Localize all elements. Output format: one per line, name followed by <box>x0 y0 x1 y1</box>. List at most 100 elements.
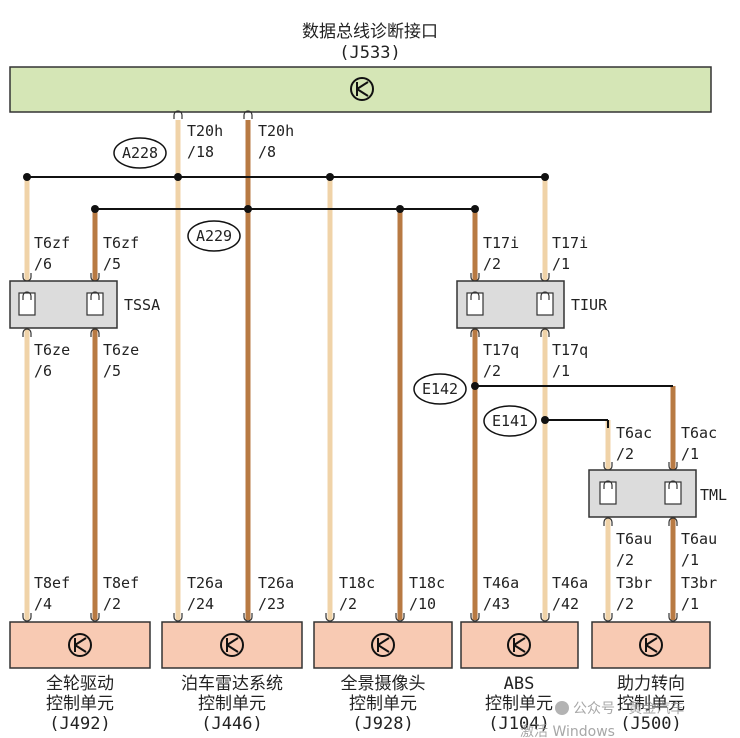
svg-text:T6au: T6au <box>681 530 717 548</box>
junction-dot <box>541 173 549 181</box>
svg-text:T8ef: T8ef <box>34 574 70 592</box>
svg-text:/43: /43 <box>483 595 510 613</box>
ecu-j492: T8ef /4 T8ef /2 全轮驱动 控制单元 (J492) <box>9 574 151 734</box>
svg-text:/1: /1 <box>552 362 570 380</box>
connector-tssa-label: TSSA <box>124 296 160 314</box>
gateway-code: (J533) <box>339 43 400 63</box>
svg-text:T6zf: T6zf <box>103 234 139 252</box>
svg-text:T17q: T17q <box>483 341 519 359</box>
svg-text:/2: /2 <box>616 551 634 569</box>
svg-text:/2: /2 <box>616 445 634 463</box>
ecu-j446-box <box>161 621 303 669</box>
svg-text:/1: /1 <box>681 595 699 613</box>
svg-text:/6: /6 <box>34 255 52 273</box>
splice-a228-oval <box>113 137 167 169</box>
connector-tml: T6ac /2 T6ac /1 TML T6au /2 T6au /1 <box>588 424 727 569</box>
svg-text:T6ac: T6ac <box>616 424 652 442</box>
wires <box>24 120 676 620</box>
connector-tiur: T17i /2 T17i /1 TIUR T17q /2 T17q /1 <box>456 234 608 380</box>
svg-text:T18c: T18c <box>339 574 375 592</box>
gateway-j533: 数据总线诊断接口 (J533) T20h /18 T20h /8 <box>9 22 712 161</box>
svg-text:控制单元: 控制单元 <box>485 694 553 714</box>
junction-dot <box>471 205 479 213</box>
svg-text:T6ac: T6ac <box>681 424 717 442</box>
connector-tssa: T6zf /6 T6zf /5 TSSA T6ze /6 T6ze /5 <box>9 234 160 380</box>
svg-text:/2: /2 <box>483 362 501 380</box>
svg-text:(J104): (J104) <box>488 714 549 734</box>
junction-dot <box>244 205 252 213</box>
junction-dot <box>91 205 99 213</box>
ecu-j104-box <box>460 621 579 669</box>
splice-e141-label: E141 <box>492 412 528 430</box>
gw-pin-2-conn: T20h <box>258 122 294 140</box>
gateway-box <box>9 66 712 113</box>
svg-text:T17i: T17i <box>552 234 588 252</box>
svg-text:泊车雷达系统: 泊车雷达系统 <box>181 674 283 694</box>
svg-text:控制单元: 控制单元 <box>46 694 114 714</box>
svg-text:T17q: T17q <box>552 341 588 359</box>
ecu-j446: T26a /24 T26a /23 泊车雷达系统 控制单元 (J446) <box>161 574 303 734</box>
splice-a228-label: A228 <box>122 144 158 162</box>
svg-text:/4: /4 <box>34 595 52 613</box>
svg-text:控制单元: 控制单元 <box>617 694 685 714</box>
svg-text:/2: /2 <box>339 595 357 613</box>
splice-e142-label: E142 <box>422 380 458 398</box>
svg-text:T3br: T3br <box>681 574 717 592</box>
svg-text:ABS: ABS <box>504 674 535 694</box>
svg-text:全轮驱动: 全轮驱动 <box>46 674 114 694</box>
watermark-line1: 公众号 · 黄金汽车 <box>573 700 684 717</box>
svg-text:T17i: T17i <box>483 234 519 252</box>
svg-text:/42: /42 <box>552 595 579 613</box>
gw-pin-1-conn: T20h <box>187 122 223 140</box>
junction-dot <box>396 205 404 213</box>
connector-tiur-label: TIUR <box>571 296 608 314</box>
svg-text:/1: /1 <box>552 255 570 273</box>
splice-a229-label: A229 <box>196 227 232 245</box>
svg-text:/6: /6 <box>34 362 52 380</box>
junction-dot <box>23 173 31 181</box>
svg-text:T26a: T26a <box>187 574 223 592</box>
svg-text:助力转向: 助力转向 <box>617 674 685 694</box>
svg-text:T18c: T18c <box>409 574 445 592</box>
svg-text:T3br: T3br <box>616 574 652 592</box>
watermark: 公众号 · 黄金汽车 激活 Windows <box>520 700 684 738</box>
svg-text:/1: /1 <box>681 551 699 569</box>
svg-text:T6au: T6au <box>616 530 652 548</box>
svg-text:控制单元: 控制单元 <box>349 694 417 714</box>
ecu-j500-box <box>591 621 711 669</box>
svg-text:T6zf: T6zf <box>34 234 70 252</box>
splice-e142-oval <box>413 373 467 405</box>
wechat-icon <box>555 701 569 715</box>
splice-labels: A228 A229 E142 E141 <box>113 137 537 437</box>
gw-pin-1-num: /18 <box>187 143 214 161</box>
svg-text:全景摄像头: 全景摄像头 <box>341 674 426 694</box>
svg-text:T6ze: T6ze <box>103 341 139 359</box>
gw-pin-2-num: /8 <box>258 143 276 161</box>
svg-text:(J492): (J492) <box>49 714 110 734</box>
svg-text:(J500): (J500) <box>620 714 681 734</box>
ecu-j928: T18c /2 T18c /10 全景摄像头 控制单元 (J928) <box>313 574 453 734</box>
ecu-j500: T3br /2 T3br /1 助力转向 控制单元 (J500) <box>591 574 717 734</box>
svg-text:控制单元: 控制单元 <box>198 694 266 714</box>
svg-text:/2: /2 <box>103 595 121 613</box>
gateway-title: 数据总线诊断接口 <box>302 22 438 42</box>
svg-text:(J446): (J446) <box>201 714 262 734</box>
bus-lines <box>23 173 673 428</box>
svg-text:/5: /5 <box>103 255 121 273</box>
ecu-j492-box <box>9 621 151 669</box>
junction-dot <box>326 173 334 181</box>
svg-text:/1: /1 <box>681 445 699 463</box>
junction-dot <box>471 382 479 390</box>
ecu-j928-box <box>313 621 453 669</box>
svg-text:T26a: T26a <box>258 574 294 592</box>
ecu-j104: T46a /43 T46a /42 ABS 控制单元 (J104) <box>460 574 588 734</box>
junction-dot <box>174 173 182 181</box>
svg-text:/2: /2 <box>483 255 501 273</box>
svg-text:/5: /5 <box>103 362 121 380</box>
svg-text:/23: /23 <box>258 595 285 613</box>
svg-text:/24: /24 <box>187 595 214 613</box>
svg-text:/2: /2 <box>616 595 634 613</box>
junction-dot <box>541 416 549 424</box>
svg-text:T46a: T46a <box>483 574 519 592</box>
